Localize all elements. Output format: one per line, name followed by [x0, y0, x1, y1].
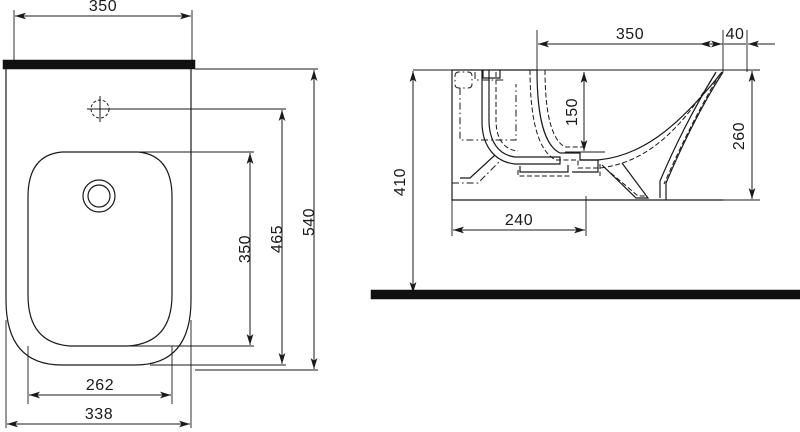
- plan-dim-overall-width-label: 338: [85, 406, 113, 423]
- section-dim-trap-offset-label: 240: [505, 212, 533, 229]
- plan-inner-bowl: [27, 151, 173, 347]
- section-dim-bowl-depth: 150: [564, 72, 605, 153]
- plan-view: 350 350: [2, 0, 318, 428]
- plan-dim-bowl-depth: 350: [237, 153, 254, 345]
- section-view: 350 40: [370, 26, 800, 300]
- section-dim-body-height: 260: [666, 69, 760, 201]
- plan-dim-body-depth: 465: [269, 110, 286, 364]
- plan-dim-bowl-width: 262: [29, 377, 171, 399]
- section-right-skirt-hidden: [663, 73, 721, 185]
- section-support-leg-hidden: [604, 167, 646, 197]
- section-right-skirt: [665, 71, 724, 200]
- section-dim-projection: 350: [536, 26, 724, 72]
- section-dim-rim-overhang-label: 40: [726, 26, 745, 43]
- plan-outer-body: [5, 69, 192, 366]
- wall-bar-plan: [2, 59, 196, 70]
- plan-dim-bowl-depth-label: 350: [237, 235, 254, 263]
- plan-dim-overall-width: 338: [7, 406, 190, 428]
- plan-dim-bowl-width-label: 262: [86, 377, 114, 394]
- section-dim-floor-height: 410: [392, 71, 417, 293]
- plan-dim-body-depth-label: 465: [269, 225, 286, 253]
- plan-drain: [82, 179, 116, 213]
- plan-dim-top-width-label: 350: [89, 0, 117, 15]
- section-trap: [452, 70, 601, 184]
- section-dim-floor-height-label: 410: [392, 168, 409, 196]
- section-dim-body-height-label: 260: [731, 122, 748, 150]
- floor-bar-section: [370, 289, 800, 300]
- section-bowl-hidden-wall-2: [544, 69, 586, 148]
- plan-dim-overall-depth: 540: [301, 70, 318, 369]
- section-dim-trap-offset: 240: [451, 196, 587, 236]
- section-bowl-hidden-wall: [529, 69, 716, 169]
- section-support-leg: [601, 162, 650, 199]
- section-dim-projection-label: 350: [616, 26, 644, 43]
- section-dim-bowl-depth-label: 150: [564, 98, 581, 126]
- plan-dim-overall-depth-label: 540: [301, 208, 318, 236]
- section-dim-rim-overhang: 40: [700, 26, 775, 72]
- plan-dim-top-width: 350: [13, 0, 193, 62]
- section-right-skirt-inner: [659, 71, 717, 198]
